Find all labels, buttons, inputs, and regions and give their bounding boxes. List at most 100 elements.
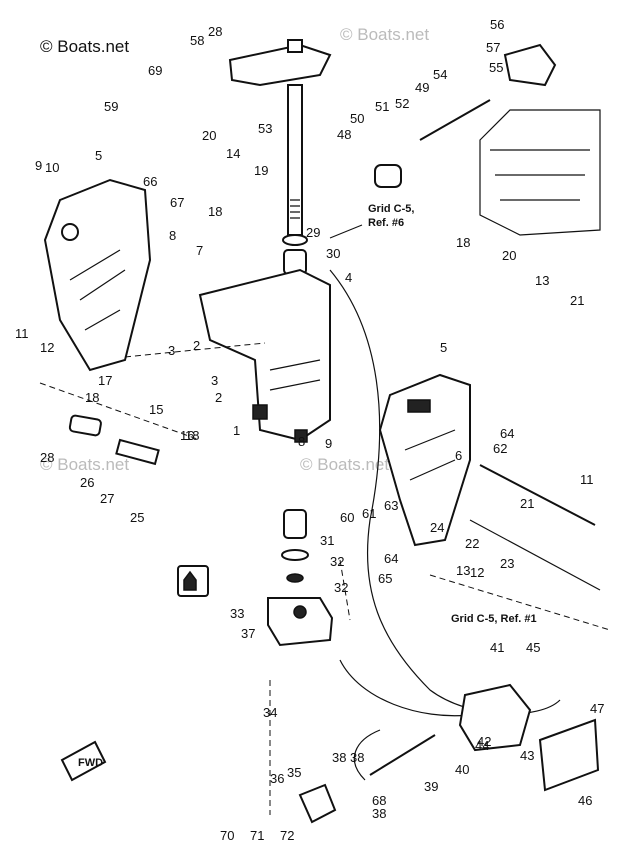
washer-31 [282,234,308,246]
callout-55: 55 [489,60,503,75]
callout-41: 41 [490,640,504,655]
callout-38: 38 [350,750,364,765]
callout-64: 64 [384,551,398,566]
callout-58: 58 [190,33,204,48]
callout-46: 46 [578,793,592,808]
swivel-bracket [198,268,331,443]
fwd-label: FWD [78,757,103,769]
callout-12: 12 [40,340,54,355]
callout-57: 57 [486,40,500,55]
bolt-41 [369,734,436,776]
callout-54: 54 [433,67,447,82]
callout-19: 19 [254,163,268,178]
callout-24: 24 [430,520,444,535]
callout-20: 20 [502,248,516,263]
callout-9: 9 [35,158,42,173]
callout-18: 18 [208,204,222,219]
callout-18: 18 [185,428,199,443]
callout-32: 32 [334,580,348,595]
callout-3: 3 [211,373,218,388]
callout-36: 36 [270,771,284,786]
callout-31: 31 [320,533,334,548]
callout-13: 13 [535,273,549,288]
callout-40: 40 [455,762,469,777]
callout-69: 69 [148,63,162,78]
callout-61: 61 [362,506,376,521]
guide-line-1 [39,382,201,441]
callout-59: 59 [104,99,118,114]
callout-15: 15 [149,402,163,417]
callout-51: 51 [375,99,389,114]
callout-1: 1 [233,423,240,438]
callout-63: 63 [384,498,398,513]
watermark-faint-2: © Boats.net [300,455,389,474]
callout-21: 21 [520,496,534,511]
callout-53: 53 [258,121,272,136]
callout-22: 22 [465,536,479,551]
callout-60: 60 [340,510,354,525]
callout-7: 7 [196,243,203,258]
callout-12: 12 [470,565,484,580]
callout-35: 35 [287,765,301,780]
guide-line-4 [339,559,351,621]
wire-71 [353,729,381,781]
callout-38: 38 [332,750,346,765]
bracket-44 [458,683,532,752]
callout-68: 68 [372,793,386,808]
callout-32: 32 [330,554,344,569]
callout-28: 28 [40,450,54,465]
callout-30: 30 [326,246,340,261]
callout-44: 44 [475,738,489,753]
callout-72: 72 [280,828,294,843]
callout-37: 37 [241,626,255,641]
guide-line-2 [124,342,266,358]
callout-43: 43 [520,748,534,763]
grid-note-ref6-line2: Ref. #6 [368,217,404,229]
pin-26 [115,438,160,466]
grid-note-ref6-line1: Grid C-5, [368,203,414,215]
plate-49 [538,718,600,792]
callout-17: 17 [98,373,112,388]
callout-64: 64 [500,426,514,441]
callout-23: 23 [500,556,514,571]
callout-6: 6 [455,448,462,463]
callout-27: 27 [100,491,114,506]
callout-52: 52 [395,96,409,111]
note-leader-ref6 [329,224,363,239]
callout-4: 4 [345,270,352,285]
callout-38: 38 [372,806,386,821]
callout-20: 20 [202,128,216,143]
callout-2: 2 [215,390,222,405]
callout-66: 66 [143,174,157,189]
callout-42: 42 [477,734,491,749]
clamp-bracket-left-6 [43,178,152,372]
callout-8: 8 [169,228,176,243]
bracket-58 [503,43,557,87]
callout-34: 34 [263,705,277,720]
grid-note-ref1: Grid C-5, Ref. #1 [451,613,537,625]
steering-bracket-30 [228,39,332,236]
callout-8: 8 [298,434,305,449]
clamp-bracket-right-5 [378,373,471,547]
callout-48: 48 [337,127,351,142]
callout-9: 9 [325,436,332,451]
bushing-27 [68,414,102,437]
bushing-32-lower [283,509,307,539]
callout-33: 33 [230,606,244,621]
lower-mount-35 [267,597,334,647]
callout-2: 2 [193,338,200,353]
rod-22 [469,519,601,591]
callout-50: 50 [350,111,364,126]
callout-18: 18 [456,235,470,250]
callout-29: 29 [306,225,320,240]
callout-67: 67 [170,195,184,210]
callout-62: 62 [493,441,507,456]
callout-3: 3 [168,343,175,358]
bushing-51 [374,164,402,188]
washer-33 [281,549,309,561]
callout-25: 25 [130,510,144,525]
callout-65: 65 [378,571,392,586]
nut-34 [286,573,304,583]
callout-49: 49 [415,80,429,95]
